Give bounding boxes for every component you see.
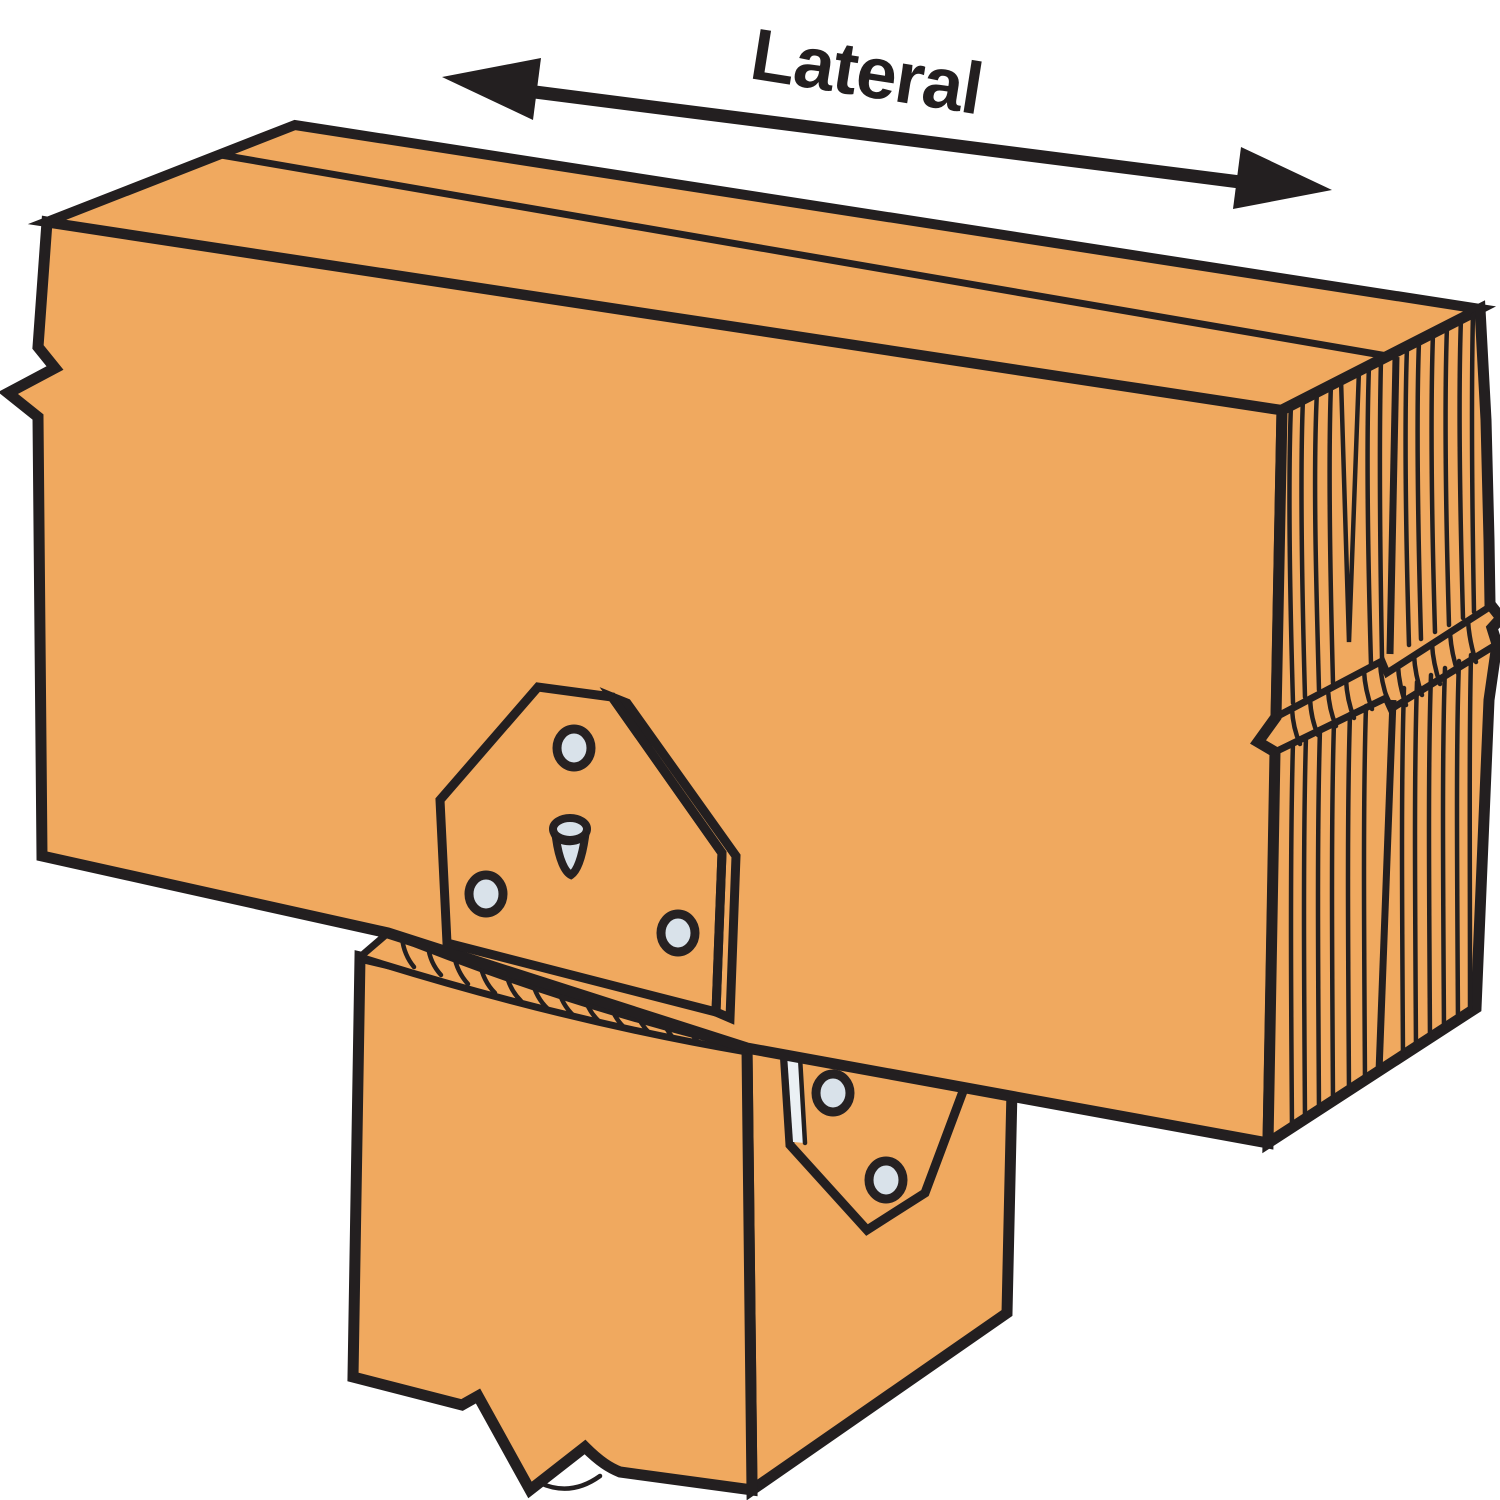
lateral-label: Lateral <box>745 14 987 130</box>
front-plate-hole-left <box>464 870 508 918</box>
front-plate-prong <box>551 832 590 880</box>
front-plate-hole-right <box>656 909 700 957</box>
post <box>347 929 1018 1500</box>
beam-top-seam <box>220 151 1394 361</box>
side-connector-plate <box>779 1044 972 1236</box>
front-plate-prong-lip <box>550 830 590 846</box>
post-break-flap <box>537 1473 603 1491</box>
arrow-shaft <box>534 85 1241 189</box>
front-plate-face <box>435 682 727 1018</box>
front-plate-hole-top <box>552 724 596 772</box>
arrow-head-right-icon <box>1233 147 1332 209</box>
side-plate-hole-lower <box>864 1156 908 1204</box>
arrow-head-left-icon <box>442 58 541 120</box>
side-plate-hole-upper <box>811 1069 855 1117</box>
beam <box>0 119 1500 1154</box>
front-connector-plate <box>435 682 741 1025</box>
side-plate-edge-line <box>797 1054 808 1146</box>
beam-break-lower-edge <box>1273 643 1496 756</box>
post-front-face <box>347 950 758 1499</box>
front-plate-prong-head <box>549 814 591 844</box>
post-top-front-edge <box>358 953 748 1056</box>
beam-end-grain <box>1273 309 1496 1130</box>
